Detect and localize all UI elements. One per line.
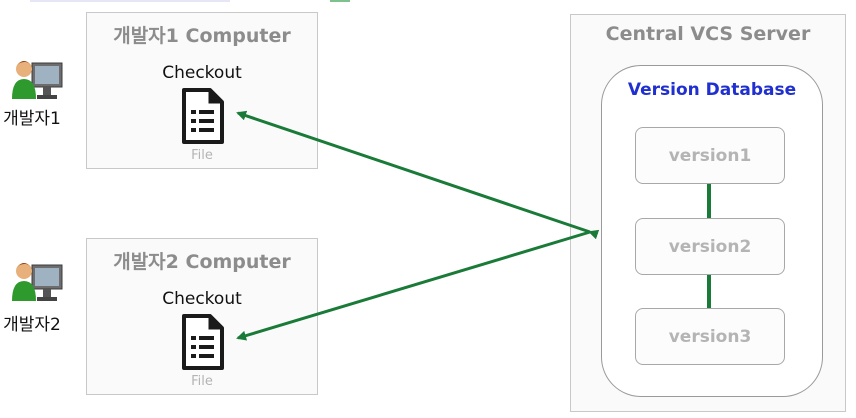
central-server-title: Central VCS Server xyxy=(605,23,811,45)
developer1-file-label: File xyxy=(191,148,213,163)
developer1-label: 개발자1 xyxy=(3,109,61,129)
version-label: version3 xyxy=(668,326,752,347)
arrow-server-to-dev2 xyxy=(236,230,591,341)
version-box-1[interactable]: version1 xyxy=(635,127,785,184)
developer2-file-label: File xyxy=(191,374,213,389)
developer1-computer-box: 개발자1 Computer Checkout File xyxy=(86,12,318,169)
version-database-title: Version Database xyxy=(627,80,797,100)
developer2-computer-title: 개발자2 Computer xyxy=(113,251,291,273)
top-decoration-line-accent xyxy=(330,0,350,2)
version-box-3[interactable]: version3 xyxy=(635,308,785,365)
version-label: version1 xyxy=(668,145,752,166)
developer2-label: 개발자2 xyxy=(3,315,61,335)
developer2-computer-box: 개발자2 Computer Checkout File xyxy=(86,238,318,395)
version-box-2[interactable]: version2 xyxy=(635,218,785,275)
document-icon[interactable] xyxy=(180,314,224,374)
developer1-checkout-label: Checkout xyxy=(162,63,242,83)
version-connector xyxy=(707,184,711,218)
developer1-person-icon xyxy=(10,55,66,111)
developer1-computer-title: 개발자1 Computer xyxy=(113,25,291,47)
version-label: version2 xyxy=(668,236,752,257)
version-connector xyxy=(707,275,711,308)
top-decoration-line xyxy=(30,0,230,2)
arrow-server-to-dev1 xyxy=(236,110,600,240)
developer2-person-icon xyxy=(10,257,66,313)
document-icon[interactable] xyxy=(180,88,224,148)
developer2-checkout-label: Checkout xyxy=(162,289,242,309)
